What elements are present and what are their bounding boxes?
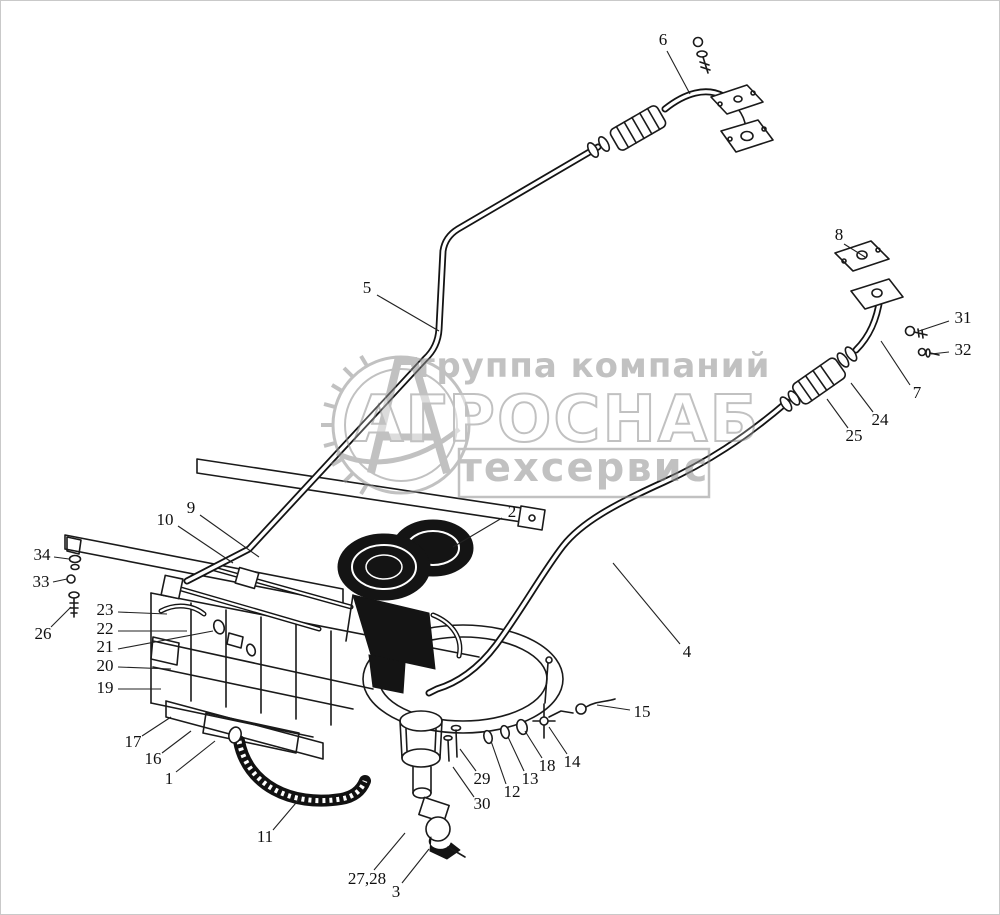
callout-19: 19: [97, 678, 114, 697]
callout-6: 6: [659, 30, 668, 49]
coupling-top: [609, 105, 667, 151]
callout-14: 14: [564, 752, 582, 771]
leader-line-33: [52, 578, 68, 583]
flange-8: [834, 240, 890, 272]
callout-10: 10: [157, 510, 174, 529]
callout-29: 29: [474, 769, 491, 788]
leader-line-23: [117, 611, 168, 615]
bolt-31: [904, 325, 928, 339]
leader-line-30: [452, 766, 475, 798]
leader-line-21: [117, 630, 214, 650]
pump-assembly: [337, 519, 474, 694]
callout-12: 12: [504, 782, 521, 801]
leader-line-11: [272, 796, 302, 831]
leader-line-25: [826, 398, 849, 429]
watermark-text: группа компаний АГРОСНАБ техсервис: [353, 346, 771, 499]
callout-16: 16: [145, 749, 162, 768]
callout-31: 31: [955, 308, 972, 327]
elbow-fitting: [418, 796, 466, 860]
leader-line-12: [490, 740, 507, 785]
watermark-box: [457, 447, 711, 499]
left-fittings: [150, 603, 257, 666]
leader-line-18: [524, 730, 543, 759]
leader-line-27_28: [373, 832, 406, 871]
callout-2: 2: [508, 502, 517, 521]
leader-line-26: [50, 606, 72, 628]
callout-5: 5: [363, 278, 372, 297]
leader-line-31: [918, 320, 950, 332]
hose: [228, 726, 371, 807]
leader-line-1: [175, 740, 216, 773]
leader-line-24: [850, 382, 874, 413]
watermark-line1: группа компаний: [418, 346, 771, 386]
flange-8b: [850, 278, 904, 310]
callout-18: 18: [539, 756, 556, 775]
callout-15: 15: [634, 702, 651, 721]
leader-line-34: [53, 556, 70, 560]
pipe-clamp: [160, 574, 184, 600]
block-tubes: [178, 565, 463, 659]
leader-line-7: [880, 340, 911, 386]
callout-11: 11: [257, 827, 273, 846]
union-nut: [234, 566, 260, 590]
leader-line-6: [666, 50, 691, 95]
leader-line-17: [141, 716, 172, 737]
leader-line-16: [161, 730, 192, 754]
callout-27_28: 27,28: [348, 869, 386, 888]
callout-34: 34: [34, 545, 52, 564]
callout-21: 21: [97, 637, 114, 656]
leader-line-13: [507, 736, 525, 772]
filter-cup: [399, 710, 443, 799]
leader-line-9: [199, 514, 260, 558]
leader-line-32: [930, 351, 950, 355]
leader-line-5: [376, 294, 440, 332]
leader-line-20: [117, 666, 172, 670]
callout-13: 13: [522, 769, 539, 788]
callout-32: 32: [955, 340, 972, 359]
leader-line-14: [548, 726, 568, 755]
pipe-4-assembly: [425, 240, 940, 697]
callout-7: 7: [913, 383, 922, 402]
leader-line-10: [177, 525, 234, 564]
callout-4: 4: [683, 642, 692, 661]
left-bolts: [66, 554, 82, 618]
flange-upper: [710, 84, 764, 115]
drain-fittings: [443, 656, 616, 762]
callout-30: 30: [474, 794, 491, 813]
leader-line-15: [596, 704, 631, 711]
callout-layer: 6831325724252910343326232221201917161415…: [33, 30, 972, 901]
watermark-line3: техсервис: [459, 445, 710, 491]
callout-20: 20: [97, 656, 114, 675]
callout-3: 3: [392, 882, 401, 901]
callout-17: 17: [125, 732, 143, 751]
callout-33: 33: [33, 572, 50, 591]
watermark-wheel-logo: [321, 354, 471, 496]
callout-9: 9: [187, 498, 196, 517]
callout-23: 23: [97, 600, 114, 619]
bolt-top: [692, 36, 711, 74]
flange-lower: [720, 119, 774, 153]
callout-24: 24: [872, 410, 890, 429]
callout-25: 25: [846, 426, 863, 445]
leader-line-2: [452, 517, 503, 548]
watermark-line2: АГРОСНАБ: [354, 383, 760, 457]
leader-line-4: [612, 562, 681, 645]
watermark: группа компаний АГРОСНАБ техсервис: [321, 346, 771, 499]
callout-1: 1: [165, 769, 174, 788]
callout-22: 22: [97, 619, 114, 638]
callout-26: 26: [35, 624, 52, 643]
leader-line-3: [401, 848, 430, 884]
leader-line-29: [459, 748, 477, 772]
leader-line-8: [843, 243, 866, 258]
callout-8: 8: [835, 225, 844, 244]
pipe-5-assembly: [160, 36, 774, 600]
bolt-32: [917, 347, 940, 358]
